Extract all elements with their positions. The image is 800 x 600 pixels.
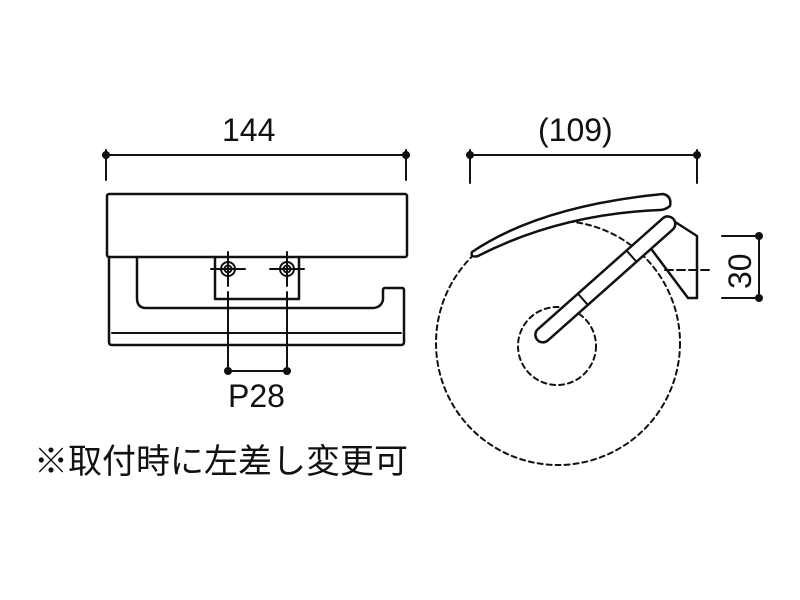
installation-note: ※取付時に左差し変更可 — [34, 443, 408, 481]
pitch-dimension-label: P28 — [228, 378, 285, 414]
screw-left-icon — [210, 251, 246, 287]
height-dimension-line — [721, 232, 763, 302]
width-dimension-label: 144 — [222, 112, 276, 148]
depth-dimension-label: (109) — [538, 112, 613, 148]
pitch-dimension-line — [224, 291, 291, 375]
width-dimension-line — [102, 149, 410, 181]
height-dimension-label: 30 — [722, 253, 758, 289]
holder-side-view — [470, 192, 699, 344]
paper-roll-outline — [435, 220, 713, 466]
depth-dimension-line — [466, 149, 701, 184]
holder-front-view — [105, 192, 409, 347]
screw-right-icon — [269, 251, 305, 287]
